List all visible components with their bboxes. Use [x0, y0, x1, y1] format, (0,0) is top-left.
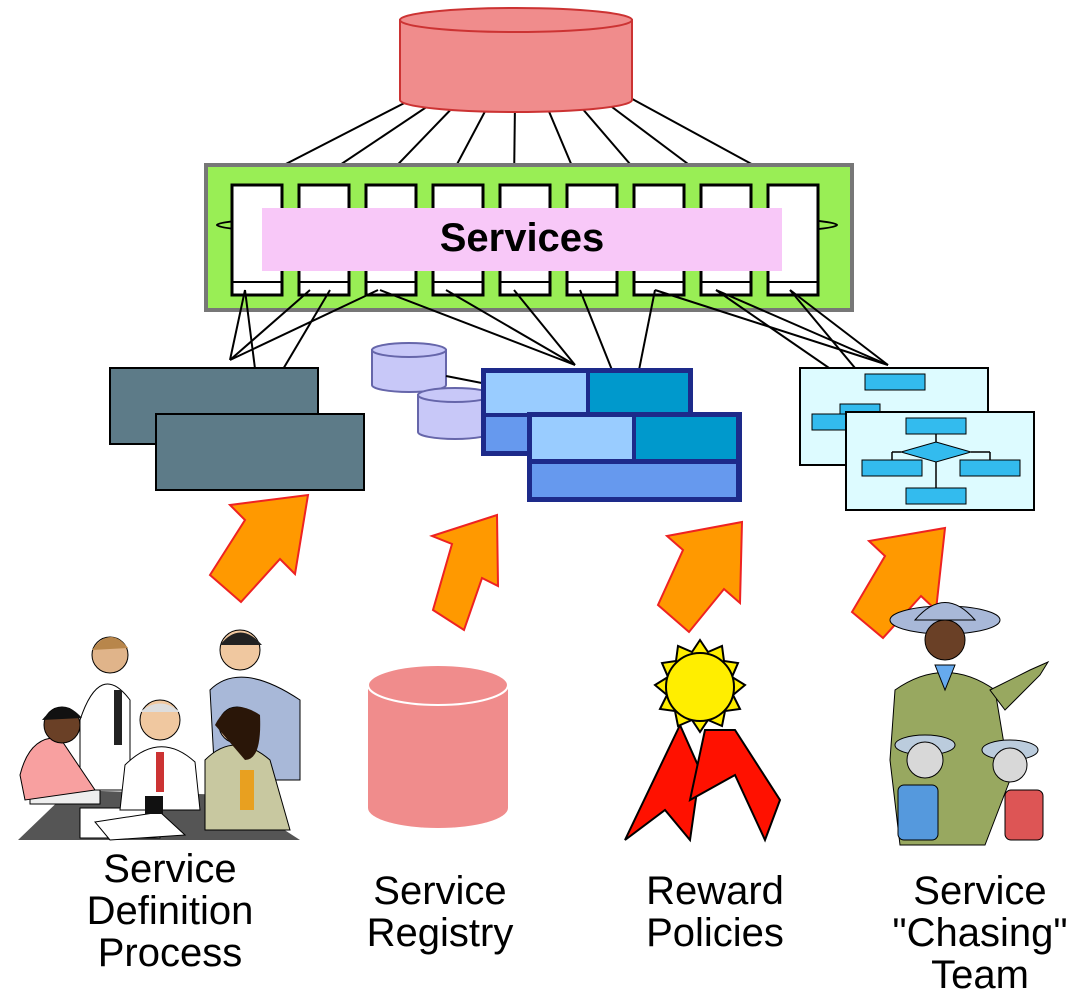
- flowchart-icon: [799, 367, 1035, 511]
- services-bar: Services: [204, 163, 854, 312]
- caption-reward-policies: Reward Policies: [646, 869, 784, 955]
- service-definition-documents: [109, 367, 365, 491]
- caption-service-chasing-team: Service "Chasing" Team: [892, 869, 1068, 997]
- arrow-up-right-icons: [208, 493, 947, 640]
- service-registry-database-icon: [367, 664, 509, 828]
- arrow-up-right-icon: [656, 520, 744, 634]
- arrow-up-right-icon: [208, 493, 310, 604]
- caption-service-registry: Service Registry: [366, 869, 514, 955]
- arrow-up-right-icon: [850, 526, 947, 640]
- central-database-icon: [399, 7, 633, 113]
- services-label-background: [262, 208, 782, 271]
- award-ribbon-icon: [624, 638, 782, 843]
- team-meeting-icon: [18, 629, 301, 841]
- arrow-up-right-icon: [429, 513, 500, 632]
- services-label: Services: [440, 216, 605, 260]
- registry-cylinders-icon: [371, 342, 493, 440]
- application-windows: [481, 368, 742, 502]
- guide-with-children-icon: [889, 602, 1050, 846]
- caption-service-definition-process: Service Definition Process: [86, 847, 254, 975]
